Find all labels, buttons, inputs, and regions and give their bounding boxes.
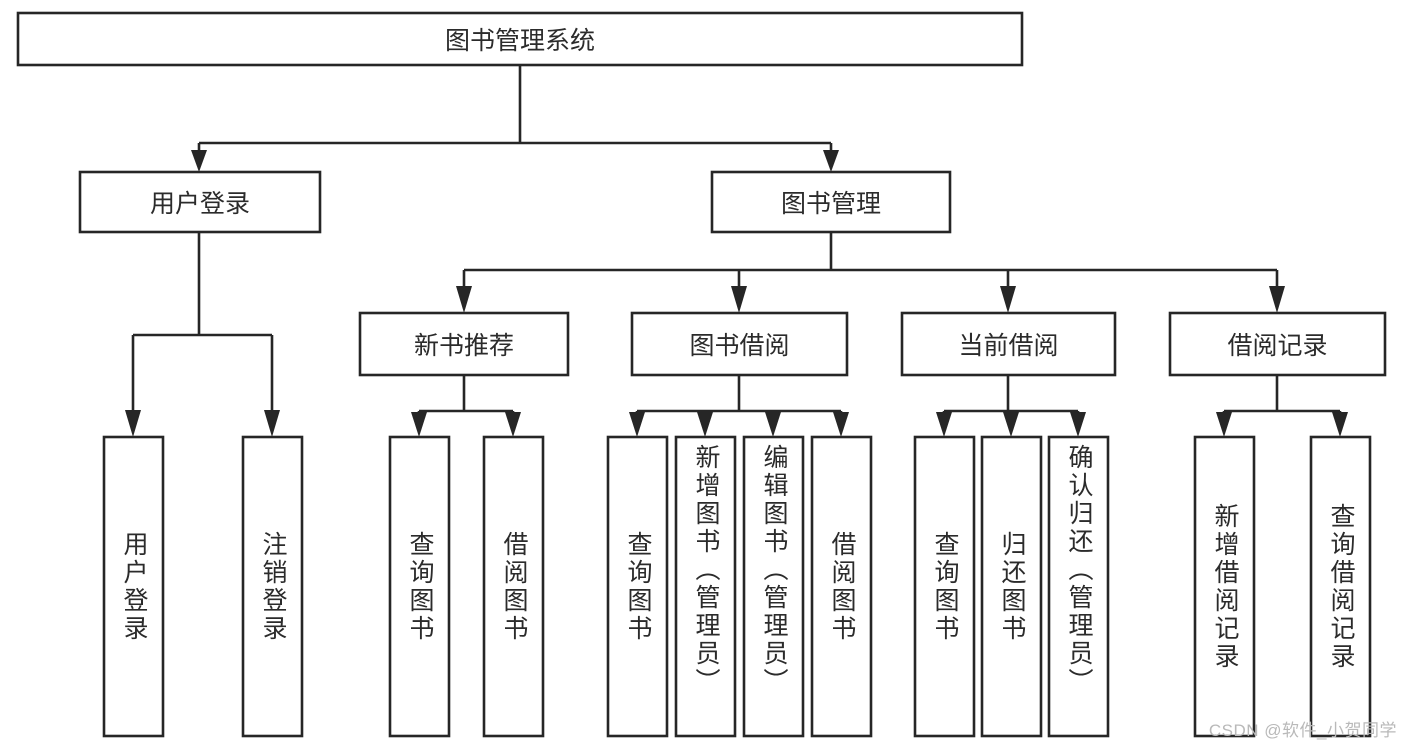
node-leaf-9-label: 查询图书 [931,530,959,643]
node-leaf-5-label: 查询图书 [624,530,652,643]
arrowhead-leaf-13 [1332,412,1348,437]
arrowhead-user-login [191,150,207,172]
node-book-borrow-label: 图书借阅 [689,332,790,360]
node-leaf-9-box[interactable] [913,435,976,738]
node-new-book-rec-label: 新书推荐 [413,332,514,360]
connector-root-to-level2 [191,65,839,172]
node-leaf-2-box[interactable] [241,435,304,738]
node-user-login-label: 用户登录 [149,190,250,218]
node-book-manage-box[interactable] [710,170,952,234]
arrowhead-leaf-8 [833,412,849,437]
node-leaf-3-label: 查询图书 [406,530,434,643]
arrowhead-leaf-1 [125,410,141,437]
connector-newbookrec-to-leaves [411,375,521,437]
node-leaf-13-box[interactable] [1309,435,1372,738]
node-leaf-6-box[interactable] [674,435,737,738]
arrowhead-leaf-5 [629,412,645,437]
arrowhead-leaf-3 [411,412,427,437]
node-root-label: 图书管理系统 [444,27,595,55]
node-new-book-rec-box[interactable] [358,311,570,377]
node-leaf-1-box[interactable] [102,435,165,738]
node-user-login-box[interactable] [78,170,322,234]
node-leaf-7-label: 编辑图书（管理员） [760,444,788,696]
arrowhead-leaf-2 [264,410,280,437]
node-leaf-13-label: 查询借阅记录 [1327,502,1355,671]
node-leaf-12-label: 新增借阅记录 [1211,502,1239,671]
arrowhead-book-manage [823,150,839,172]
node-current-borrow-box[interactable] [900,311,1117,377]
node-leaf-10-box[interactable] [980,435,1043,738]
node-leaf-6-label: 新增图书（管理员） [692,444,720,696]
connector-userlogin-to-leaves [125,232,280,437]
node-root-box[interactable] [16,11,1024,67]
node-leaf-2-label: 注销登录 [259,530,287,643]
arrowhead-leaf-6 [697,412,713,437]
node-leaf-8-box[interactable] [810,435,873,738]
node-leaf-4-label: 借阅图书 [500,530,528,643]
arrowhead-new-book-rec [456,286,472,313]
arrowhead-leaf-12 [1216,412,1232,437]
node-leaf-4-box[interactable] [482,435,545,738]
node-borrow-record-label: 借阅记录 [1227,332,1328,360]
connector-currentborrow-to-leaves [936,375,1086,437]
arrowhead-current-borrow [1000,286,1016,313]
node-leaf-11-label: 确认归还（管理员） [1065,444,1093,696]
node-leaf-3-box[interactable] [388,435,451,738]
connector-bookmanage-to-level3 [456,232,1285,313]
node-leaf-5-box[interactable] [606,435,669,738]
node-leaf-11-box[interactable] [1047,435,1110,738]
node-leaf-10-label: 归还图书 [998,530,1026,643]
arrowhead-leaf-11 [1070,412,1086,437]
node-current-borrow-label: 当前借阅 [958,332,1059,360]
arrowhead-borrow-record [1269,286,1285,313]
node-leaf-12-box[interactable] [1193,435,1256,738]
node-leaf-7-box[interactable] [742,435,805,738]
arrowhead-leaf-4 [505,412,521,437]
node-leaf-1-label: 用户登录 [120,530,148,643]
connector-bookborrow-to-leaves [629,375,849,437]
connector-borrowrecord-to-leaves [1216,375,1348,437]
node-leaf-8-label: 借阅图书 [828,530,856,643]
arrowhead-leaf-7 [765,412,781,437]
arrowhead-leaf-9 [936,412,952,437]
arrowhead-leaf-10 [1003,412,1019,437]
node-borrow-record-box[interactable] [1168,311,1387,377]
node-book-borrow-box[interactable] [630,311,849,377]
arrowhead-book-borrow [731,286,747,313]
node-book-manage-label: 图书管理 [780,190,881,218]
